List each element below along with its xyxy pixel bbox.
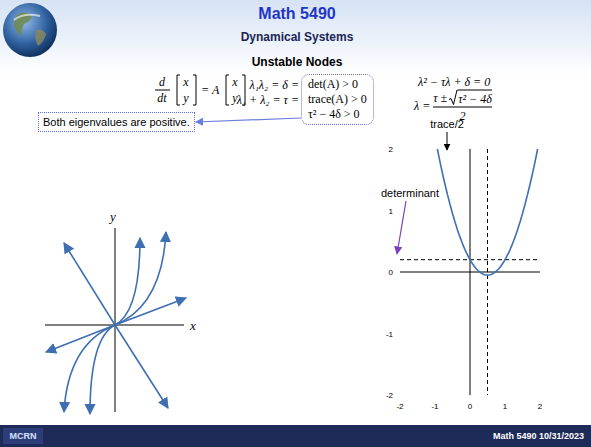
leader-arrow: [397, 201, 406, 254]
trajectory-curve: [115, 238, 140, 325]
characteristic-equation: λ² − τλ + δ = 0: [418, 75, 490, 90]
tick-label: 2: [389, 145, 393, 154]
characteristic-parabola: [437, 149, 537, 275]
equation-term: = A: [201, 83, 219, 98]
annotation: determinant: [381, 187, 439, 199]
axis-label: y: [110, 209, 116, 225]
logo-plate: [3, 428, 43, 444]
condition-box: det(A) > 0trace(A) > 0τ² − 4δ > 0: [301, 74, 374, 125]
equation-term: τ ±: [433, 91, 447, 106]
tick-label: -2: [396, 402, 403, 411]
eigen-line: [64, 243, 115, 325]
equation-term: y: [183, 91, 188, 106]
half-trace-line: [487, 149, 488, 395]
vector-bracket: [177, 75, 196, 105]
annotation: trace/2: [430, 118, 464, 130]
tick-label: -1: [431, 402, 438, 411]
numerator: τ ± τ² − 4δ: [433, 90, 491, 106]
y-axis: [115, 228, 116, 412]
logo-text: MCRN: [10, 431, 37, 441]
tick-label: 2: [538, 402, 542, 411]
tick-label: -2: [386, 391, 393, 400]
trajectory-curve: [90, 325, 115, 414]
eigen-line: [46, 325, 115, 352]
radical-stroke: [449, 90, 458, 105]
trajectory-curve: [115, 232, 166, 325]
node-text: Both eigenvalues are positive.: [43, 115, 190, 129]
radical-sign: [449, 90, 458, 106]
footer-bar: [0, 425, 591, 447]
equation-term: τ² − 4δ: [458, 90, 492, 106]
fraction-bar: [155, 90, 170, 91]
equation-term: x: [183, 75, 188, 90]
tick-label: 0: [389, 268, 393, 277]
equation-term: x: [232, 75, 237, 90]
tick-label: 1: [389, 206, 393, 215]
connector-arrow: [196, 118, 301, 122]
phase-axes: [45, 228, 184, 412]
fraction-bar: [433, 107, 491, 108]
section-heading: Unstable Nodes: [252, 55, 343, 69]
eigen-line: [115, 298, 186, 325]
node-text: trace(A) > 0: [308, 92, 367, 107]
node-text: τ² − 4δ > 0: [308, 107, 367, 122]
tick-label: -1: [386, 329, 393, 338]
equation-term: λ₁ + λ₂ = τ =: [237, 92, 299, 107]
footer-text: Math 5490 10/31/2023: [493, 431, 584, 441]
tick-label: 0: [468, 402, 472, 411]
earth-icon: [3, 3, 57, 57]
earth-cloud: [14, 15, 40, 20]
equation-term: λ₁λ₂ = δ =: [249, 77, 299, 92]
eigen-line: [115, 325, 168, 408]
equation-term: λ =: [414, 99, 430, 114]
axis-label: x: [190, 318, 196, 334]
parabola-chart: [400, 149, 540, 395]
equation-term: 2: [460, 109, 466, 123]
earth-land: [35, 30, 46, 47]
callout-box: Both eigenvalues are positive.: [38, 112, 195, 132]
subtitle: Dynamical Systems: [241, 30, 354, 44]
equation-term: d: [159, 75, 165, 90]
slide-title: Math 5490: [258, 5, 335, 23]
equation-term: dt: [157, 91, 166, 106]
fraction: τ ± τ² − 4δ 2: [433, 90, 491, 123]
trajectories: [46, 232, 186, 414]
node-text: det(A) > 0: [308, 77, 367, 92]
tick-label: 1: [503, 402, 507, 411]
quadratic-formula: λ =τ ± τ² − 4δ 2: [414, 90, 492, 123]
chart-y-axis: [470, 149, 471, 395]
leader-arrow: [447, 132, 448, 150]
